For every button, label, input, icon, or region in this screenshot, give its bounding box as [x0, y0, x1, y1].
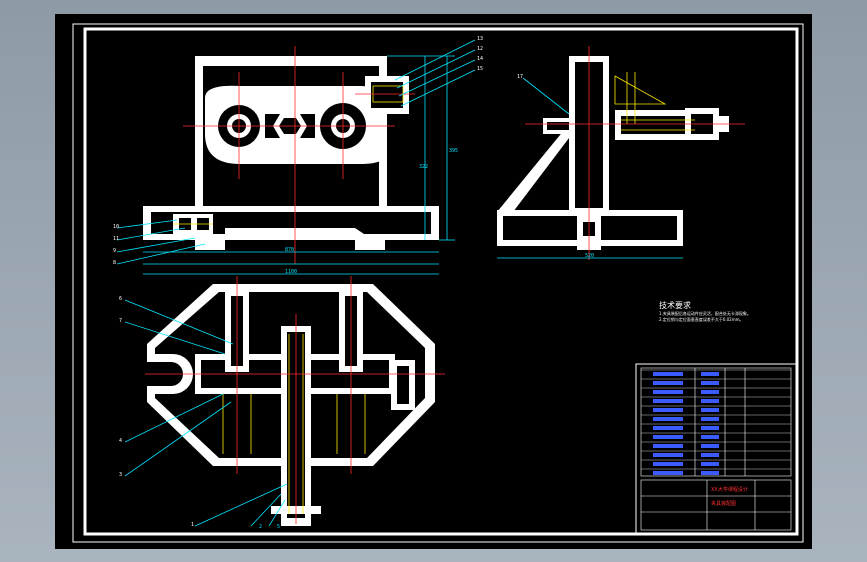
bom-code-cell — [653, 372, 683, 376]
bom-code-cell — [653, 471, 683, 475]
balloon-left-front: 10 — [113, 224, 120, 230]
title-block — [635, 363, 797, 535]
bom-name-cell — [701, 453, 719, 457]
front-view — [116, 39, 476, 275]
bom-code-cell — [653, 453, 683, 457]
bom-code-cell — [653, 462, 683, 466]
bom-name-cell — [701, 399, 719, 403]
drawing-canvas — [72, 23, 804, 543]
balloon-left-front: 11 — [113, 236, 120, 242]
balloon-top-right: 13 — [477, 36, 484, 42]
tech-req: 技术要求 1.夹具装配后各运动件应灵活，配合处无卡滞现象。 2.定位销与定位面垂… — [659, 300, 809, 323]
inner-border — [83, 27, 799, 536]
bom-name-cell — [701, 381, 719, 385]
tech-req-line-1: 1.夹具装配后各运动件应灵活，配合处无卡滞现象。 — [659, 311, 751, 316]
dim-plan-2: 5 — [277, 524, 281, 530]
balloon-left-front: 9 — [113, 248, 117, 254]
bom-name-cell — [701, 444, 719, 448]
title-red-2: 夹具装配图 — [711, 501, 737, 507]
bom-code-cell — [653, 390, 683, 394]
bom-code-cell — [653, 417, 683, 421]
outer-border — [72, 23, 804, 543]
bom-code-cell — [653, 444, 683, 448]
tech-req-line-2: 2.定位销与定位面垂直度误差不大于0.02mm。 — [659, 317, 744, 322]
dim-front-1: 870 — [285, 247, 295, 253]
bom-name-cell — [701, 390, 719, 394]
bom-code-cell — [653, 408, 683, 412]
bom-name-cell — [701, 426, 719, 430]
bom-name-cell — [701, 462, 719, 466]
side-rib — [497, 124, 569, 212]
balloon-left-plan: 7 — [119, 318, 123, 324]
bom-code-cell — [653, 426, 683, 430]
cad-viewport[interactable]: 技术要求 1.夹具装配后各运动件应灵活，配合处无卡滞现象。 2.定位销与定位面垂… — [55, 14, 812, 549]
side-view — [497, 46, 745, 260]
bom-name-cell — [701, 417, 719, 421]
balloon-left-plan: 3 — [119, 472, 123, 478]
bom-name-cell — [701, 408, 719, 412]
bom-code-cell — [653, 435, 683, 439]
bom-code-cell — [653, 399, 683, 403]
balloon-left-plan: 4 — [119, 438, 123, 444]
balloon-left-front: 8 — [113, 260, 117, 266]
dim-front-2: 1100 — [285, 269, 298, 275]
balloon-left-plan: 1 — [191, 522, 195, 528]
balloon-left-plan: 6 — [119, 296, 123, 302]
bom-name-cell — [701, 435, 719, 439]
plan-view — [124, 276, 445, 527]
title-red-1: XX大学课程设计 — [711, 487, 748, 493]
dim-side: 520 — [585, 253, 595, 259]
bom-name-cell — [701, 471, 719, 475]
dim-front-4: 395 — [449, 148, 459, 154]
balloon-top-right: 12 — [477, 46, 484, 52]
bom-code-cell — [653, 381, 683, 385]
balloon-top-right: 15 — [477, 66, 484, 72]
bom-name-cell — [701, 372, 719, 376]
tech-req-title: 技术要求 — [659, 301, 691, 310]
balloon-top-right: 14 — [477, 56, 484, 62]
dim-plan-1: 2 — [259, 524, 263, 530]
dim-front-3: 322 — [419, 164, 429, 170]
balloon-side: 17 — [517, 74, 524, 80]
